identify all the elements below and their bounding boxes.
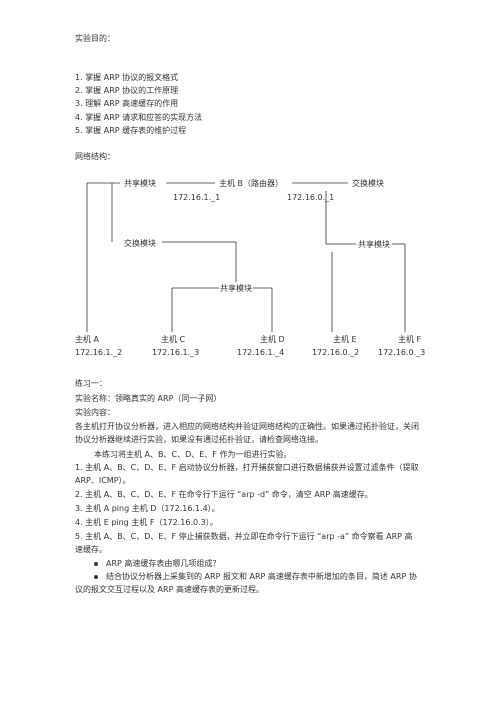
exercise-step: 5. 主机 A、B、C、D、E、F 停止捕获数据，并立即在命令行下运行 “arp… [75,532,413,554]
exercise-step: 1. 主机 A、B、C、D、E、F 启动协议分析器，打开捕获窗口进行数据捕获并设… [75,463,419,485]
exercise-name: 实验名称：领略真实的 ARP（同一子网） [75,394,222,403]
objective-item: 2. 掌握 ARP 协议的工作原理 [75,86,179,95]
objective-item: 1. 掌握 ARP 协议的报文格式 [75,73,179,82]
content-label: 实验内容： [75,408,115,417]
host-ip: 172.16.1._2 [75,348,123,357]
share-module-right: 共享模块 [358,240,390,249]
host-name: 主机 A [75,335,100,344]
bullet-text: ARP 高速缓存表由哪几项组成？ [106,559,221,568]
host-ip: 172.16.0._2 [312,348,360,357]
objective-item: 3. 理解 ARP 高速缓存的作用 [75,99,179,108]
host-ip: 172.16.1._4 [237,348,285,357]
bullet-icon [94,561,98,566]
bullet-item: 结合协议分析器上采集到的 ARP 报文和 ARP 高速缓存表中新增加的条目，简述… [75,570,420,596]
router-ip-right: 172.16.0._1 [287,193,335,202]
bullet-icon [94,574,98,579]
share-module-mid: 共享模块 [220,284,252,293]
objective-item: 5. 掌握 ARP 缓存表的维护过程 [75,126,187,135]
share-module-top: 共享模块 [124,179,156,188]
router-ip-left: 172.16.1._1 [173,193,221,202]
switch-module-left: 交换模块 [124,239,156,248]
host-ip: 172.16.0._3 [378,348,426,357]
host-b-router: 主机 B（路由器） [219,179,284,188]
exercise-heading: 练习一： [75,379,107,388]
host-name: 主机 D [260,335,285,344]
exercise-step: 4. 主机 E ping 主机 F（172.16.0.3）。 [75,518,218,527]
host-name: 主机 F [398,335,422,344]
exercise-step: 3. 主机 A ping 主机 D（172.16.1.4）。 [75,504,220,513]
host-ip: 172.16.1._3 [152,348,200,357]
exercise-intro: 各主机打开协议分析器，进入相应的网络结构并验证网络结构的正确性。如果通过拓扑验证… [75,422,419,444]
objective-item: 4. 掌握 ARP 请求和应答的实现方法 [75,113,203,122]
bullet-item: ARP 高速缓存表由哪几项组成？ [94,559,220,569]
exercise-step: 2. 主机 A、B、C、D、E、F 在命令行下运行 “arp -d” 命令，清空… [75,490,373,499]
host-name: 主机 C [161,335,186,344]
bullet-text: 结合协议分析器上采集到的 ARP 报文和 ARP 高速缓存表中新增加的条目，简述… [75,572,417,594]
exercise-group: 本练习将主机 A、B、C、D、E、F 作为一组进行实验。 [94,450,292,459]
switch-module-top: 交换模块 [352,179,384,188]
objectives-heading: 实验目的： [75,34,115,43]
network-heading: 网络结构： [75,152,115,161]
host-name: 主机 E [333,335,357,344]
